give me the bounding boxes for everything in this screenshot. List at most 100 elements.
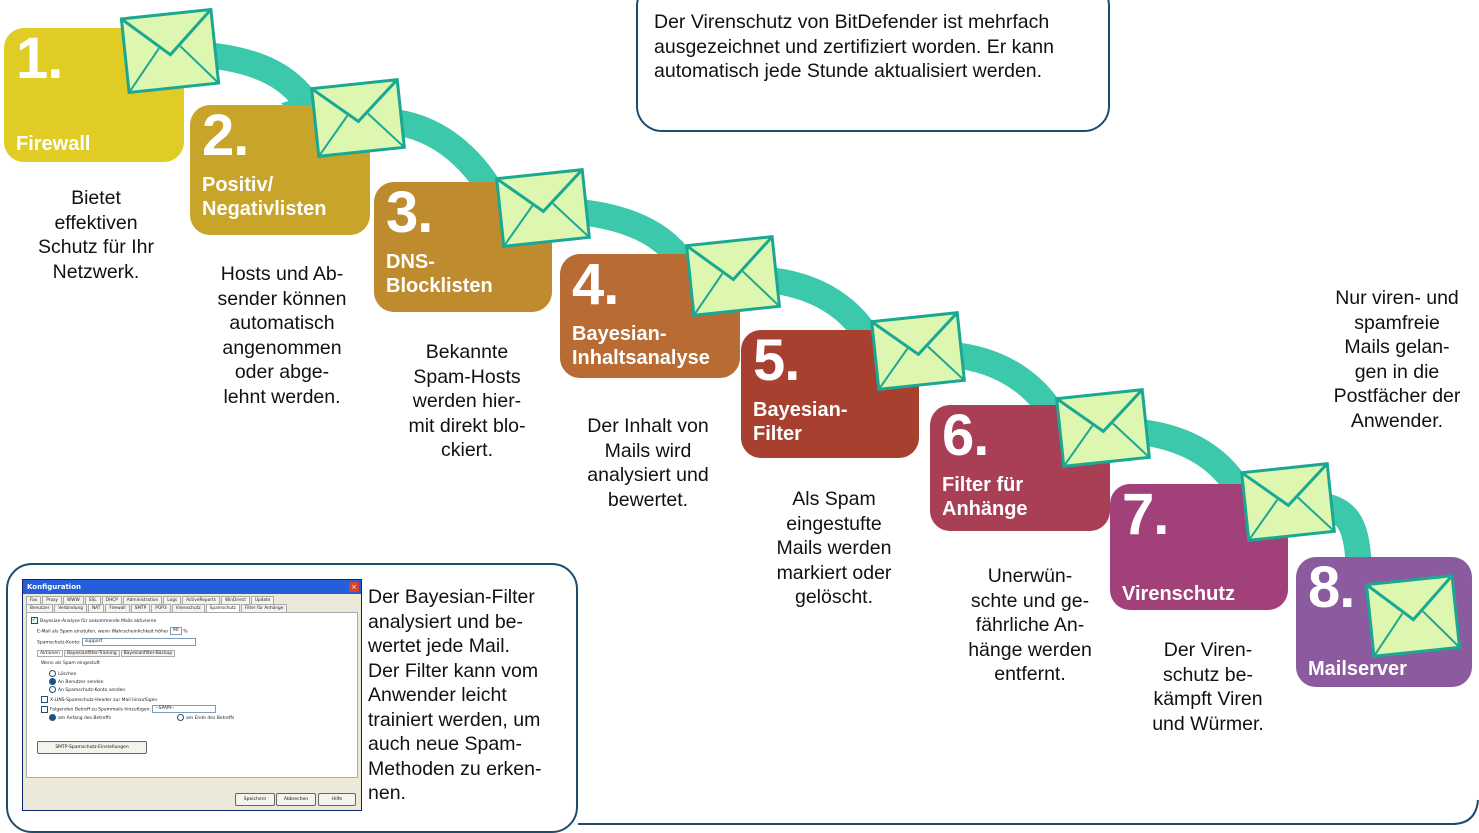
stage-6-name: Filter für Anhänge [942, 474, 1028, 520]
checkbox-icon [41, 696, 48, 703]
radio-user-label: An Benutzer senden [58, 680, 104, 685]
stage-7-description: Der Viren- schutz be- kämpft Viren und W… [1152, 639, 1264, 735]
save-button: Speichern [235, 793, 275, 806]
enable-checkbox-row: ✓Bayesian-Analyse für ankommende Mails a… [31, 617, 156, 624]
screenshot-tab: Spamschutz [205, 604, 240, 612]
stage-1-number: 1. [16, 26, 63, 91]
stage-8-description: Nur viren- und spamfreie Mails gelan- ge… [1333, 287, 1461, 432]
cancel-button: Abbrechen [276, 793, 316, 806]
screenshot-tab: Virenschutz [171, 604, 205, 612]
threshold-input: 90 [169, 627, 182, 635]
stage-4-description: Der Inhalt von Mails wird analysiert und… [587, 415, 709, 511]
screenshot-tab: ActiveReports [182, 596, 220, 604]
screenshot-tab: POP3 [151, 604, 171, 612]
screenshot-titlebar: Konfiguration [23, 580, 361, 594]
envelope-icon [495, 168, 591, 248]
envelope-icon [1240, 462, 1336, 542]
envelope-icon [1055, 388, 1151, 468]
enable-checkbox: ✓ [31, 617, 38, 624]
checkbox-icon [41, 705, 48, 713]
radio-selected-icon [49, 714, 56, 721]
stage-6-description: Unerwün- schte und ge- fährliche An- hän… [968, 565, 1092, 685]
bayesian-callout-text: Der Bayesian-Filter analysiert und be- w… [368, 586, 542, 804]
header-checkbox-row: X-LINS-Spamschutz-Header zur Mail hinzuf… [41, 696, 157, 703]
stage-7-name: Virenschutz [1122, 583, 1235, 605]
screenshot-tab: DHCP [101, 596, 122, 604]
stage-8-name: Mailserver [1308, 658, 1407, 680]
subject-checkbox-label: Folgenden Betreff zu Spammails hinzufüge… [50, 707, 151, 713]
stage-3-name: DNS- Blocklisten [386, 251, 493, 297]
subtab-backup: Bayesianfilter-Backup [120, 650, 176, 657]
screenshot-tab: SSL [84, 596, 101, 604]
smtp-settings-button: SMTP-Spamschutz-Einstellungen [37, 741, 147, 754]
envelope-icon [119, 7, 221, 95]
subtab-actions: Aktionen [37, 650, 63, 657]
account-row: Spamschutz-Konto: support [37, 638, 196, 646]
screenshot-tab: WinDirect [220, 596, 250, 604]
help-button: Hilfe [318, 793, 356, 806]
position-end-label: am Ende des Betreffs [186, 716, 235, 721]
radio-icon [49, 686, 56, 693]
enable-label: Bayesian-Analyse für ankommende Mails ak… [40, 619, 157, 624]
stage-2-name: Positiv/ Negativlisten [202, 174, 327, 220]
stage-4-number: 4. [572, 252, 619, 317]
envelope-icon [310, 78, 406, 158]
subject-input: --SPAM-- [152, 705, 217, 713]
account-select: support [81, 638, 196, 646]
threshold-unit: % [183, 629, 188, 635]
stage-2-number: 2. [202, 103, 249, 168]
radio-account: An Spamschutz-Konto senden [49, 686, 125, 693]
threshold-label: E-Mail als Spam einstufen, wenn Wahrsche… [37, 629, 169, 635]
envelope-icon [684, 235, 782, 317]
bitdefender-callout-text: Der Virenschutz von BitDefender ist mehr… [654, 11, 1054, 82]
account-label: Spamschutz-Konto: [37, 640, 81, 646]
envelope-icon [870, 311, 966, 391]
radio-account-label: An Spamschutz-Konto senden [58, 688, 126, 693]
position-start: am Anfang des Betreffs [49, 714, 111, 721]
position-start-label: am Anfang des Betreffs [58, 716, 111, 721]
screenshot-tab: Filter für Anhänge [240, 604, 288, 612]
screenshot-close-icon: × [349, 582, 359, 592]
screenshot-tab: Proxy [42, 596, 63, 604]
stage-5-name: Bayesian- Filter [753, 399, 848, 445]
radio-delete: Löschen [49, 670, 76, 677]
stage-4-name: Bayesian- Inhaltsanalyse [572, 323, 710, 369]
stage-5-number: 5. [753, 328, 800, 393]
screenshot-tab: Firewall [105, 604, 130, 612]
radio-selected-icon [49, 678, 56, 685]
stage-7-box: 7.Virenschutz [1110, 484, 1288, 610]
group-label: Wenn als Spam eingestuft [41, 661, 100, 666]
screenshot-tab: WWW [63, 596, 84, 604]
screenshot-tab: Logs [163, 596, 182, 604]
radio-icon [49, 670, 56, 677]
screenshot-tab: SMTP [130, 604, 151, 612]
threshold-row: E-Mail als Spam einstufen, wenn Wahrsche… [37, 627, 187, 635]
screenshot-tab: Benutzer [26, 604, 54, 612]
stage-8-number: 8. [1308, 555, 1355, 620]
radio-user: An Benutzer senden [49, 678, 104, 685]
subtab-training: Bayesianfilter-Training [63, 650, 120, 657]
stage-1-box: 1.Firewall [4, 28, 184, 162]
header-checkbox-label: X-LINS-Spamschutz-Header zur Mail hinzuf… [50, 698, 158, 703]
radio-icon [177, 714, 184, 721]
stage-6-number: 6. [942, 403, 989, 468]
screenshot-tab: NAT [87, 604, 105, 612]
screenshot-tab: Fax [26, 596, 42, 604]
stage-1-description: Bietet effektiven Schutz für Ihr Netzwer… [38, 187, 154, 283]
screenshot-tab: Verbindung [54, 604, 87, 612]
bottom-callout-rule [578, 799, 1479, 825]
stage-3-number: 3. [386, 180, 433, 245]
screenshot-panel: ✓Bayesian-Analyse für ankommende Mails a… [26, 612, 358, 778]
position-end: am Ende des Betreffs [177, 714, 234, 721]
stage-3-description: Bekannte Spam-Hosts werden hier- mit dir… [408, 341, 526, 461]
stage-5-description: Als Spam eingestufte Mails werden markie… [776, 488, 892, 608]
screenshot-tab: Administration [122, 596, 163, 604]
subject-checkbox-row: Folgenden Betreff zu Spammails hinzufüge… [41, 705, 217, 713]
